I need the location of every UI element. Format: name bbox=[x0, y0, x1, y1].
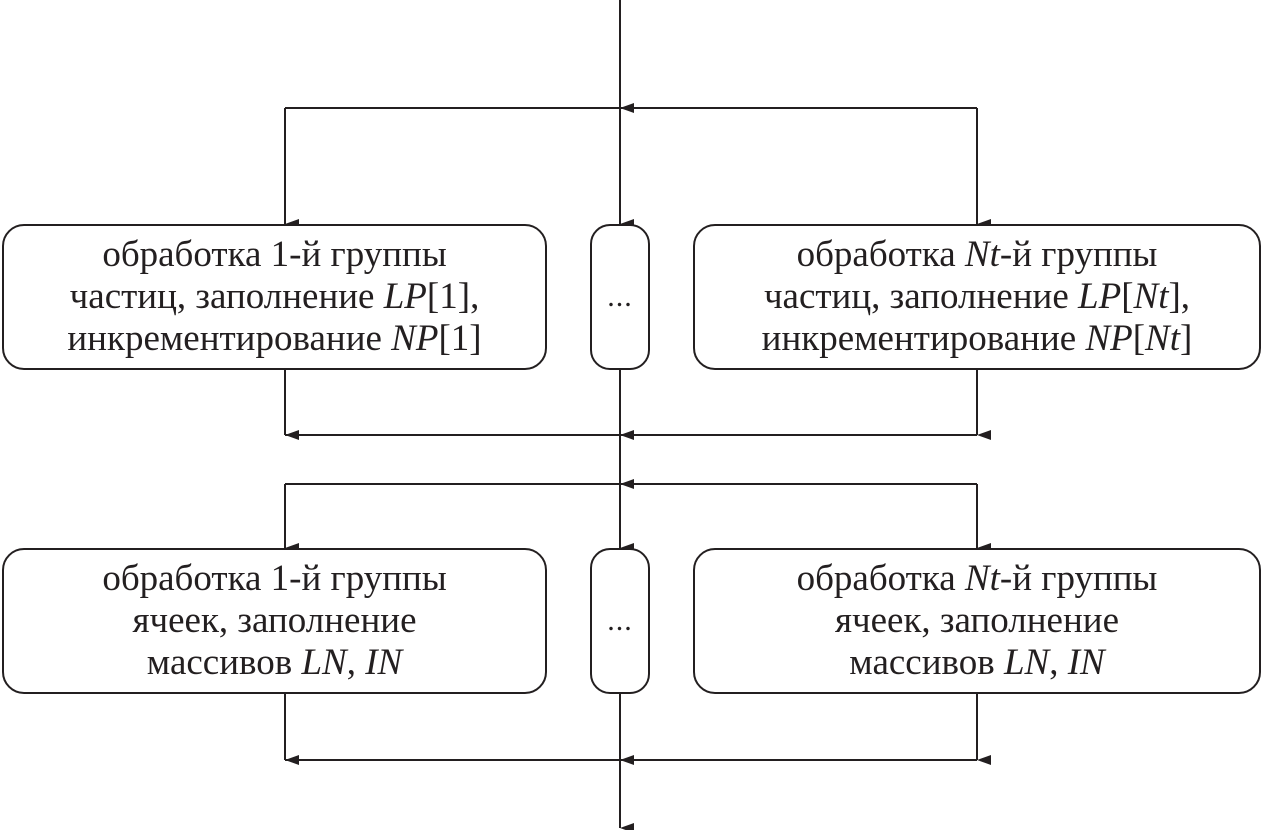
box-line: массивов LN, IN bbox=[146, 642, 403, 683]
box-ellipsis-2: ... bbox=[590, 548, 650, 694]
box-line: обработка 1-й группы bbox=[102, 558, 447, 599]
box-line: массивов LN, IN bbox=[849, 642, 1105, 683]
box-line: частиц, заполнение LP[Nt], bbox=[763, 276, 1191, 317]
box-particles-group-nt: обработка Nt-й группы частиц, заполнение… bbox=[693, 224, 1261, 370]
ellipsis-text: ... bbox=[607, 604, 633, 637]
box-line: ячеек, заполнение bbox=[834, 600, 1120, 641]
box-particles-group-1: обработка 1-й группы частиц, заполнение … bbox=[2, 224, 547, 370]
box-ellipsis-1: ... bbox=[590, 224, 650, 370]
box-line: обработка Nt-й группы bbox=[796, 558, 1158, 599]
box-line: обработка Nt-й группы bbox=[796, 234, 1158, 275]
box-line: частиц, заполнение LP[1], bbox=[69, 276, 480, 317]
box-line: ячеек, заполнение bbox=[132, 600, 417, 641]
box-line: инкрементирование NP[Nt] bbox=[761, 318, 1193, 359]
ellipsis-text: ... bbox=[607, 280, 633, 313]
box-cells-group-1: обработка 1-й группы ячеек, заполнение м… bbox=[2, 548, 547, 694]
box-cells-group-nt: обработка Nt-й группы ячеек, заполнение … bbox=[693, 548, 1261, 694]
box-line: обработка 1-й группы bbox=[102, 234, 447, 275]
box-line: инкрементирование NP[1] bbox=[67, 318, 482, 359]
